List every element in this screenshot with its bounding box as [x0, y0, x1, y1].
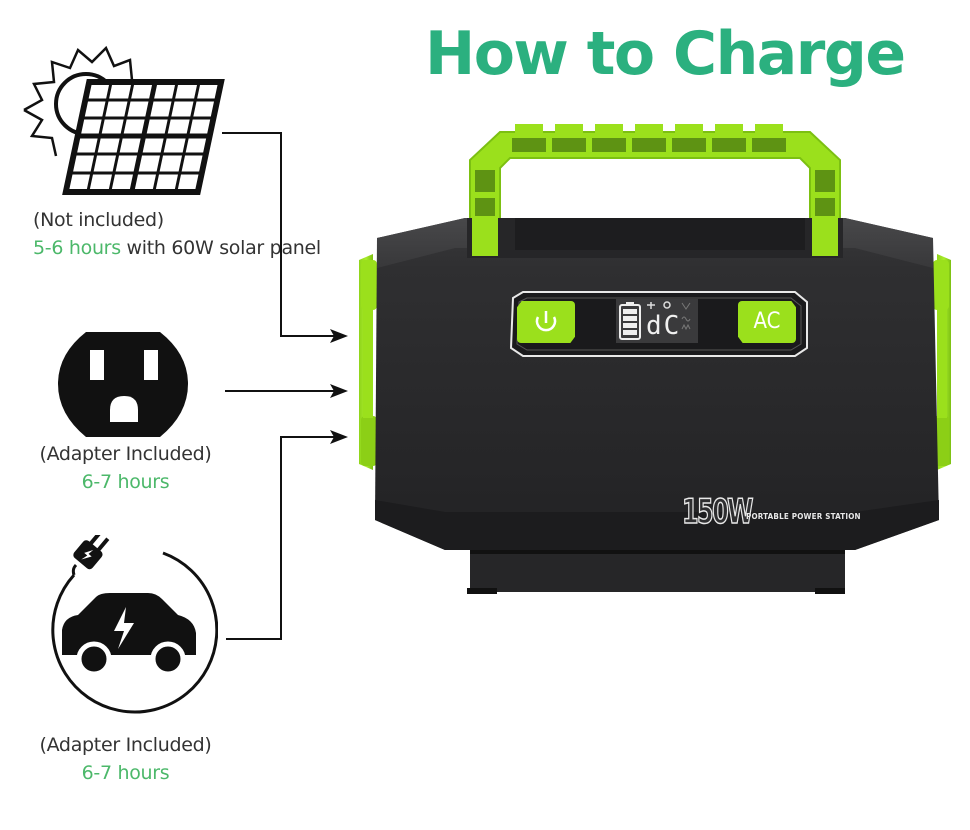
car-note: (Adapter Included) — [39, 734, 212, 756]
wall-outlet-icon — [58, 332, 188, 437]
wattage-label: 150W — [681, 491, 754, 533]
power-icon — [535, 311, 557, 332]
connector-arrows — [0, 0, 360, 700]
power-station-image — [355, 120, 955, 600]
car-caption: (Adapter Included) 6-7 hours — [33, 731, 218, 787]
solar-caption: (Not included) 5-6 hours with 60W solar … — [33, 206, 321, 262]
solar-note: (Not included) — [33, 209, 164, 231]
tagline-label: PORTABLE POWER STATION — [746, 512, 861, 521]
ac-button: AC — [738, 301, 796, 343]
solar-detail: with 60W solar panel — [120, 237, 322, 259]
solar-panel-icon — [14, 38, 229, 198]
car-time: 6-7 hours — [81, 762, 170, 784]
lcd-display: dC — [616, 299, 698, 343]
lcd-readout: dC — [646, 311, 682, 341]
power-button — [517, 301, 575, 343]
wall-time: 6-7 hours — [81, 471, 170, 493]
wall-note: (Adapter Included) — [39, 443, 212, 465]
solar-time: 5-6 hours — [33, 237, 121, 259]
car-charger-icon — [38, 535, 218, 725]
product-branding: 150W PORTABLE POWER STATION — [681, 491, 860, 533]
page-title: How to Charge — [425, 19, 906, 89]
wall-caption: (Adapter Included) 6-7 hours — [33, 440, 218, 496]
